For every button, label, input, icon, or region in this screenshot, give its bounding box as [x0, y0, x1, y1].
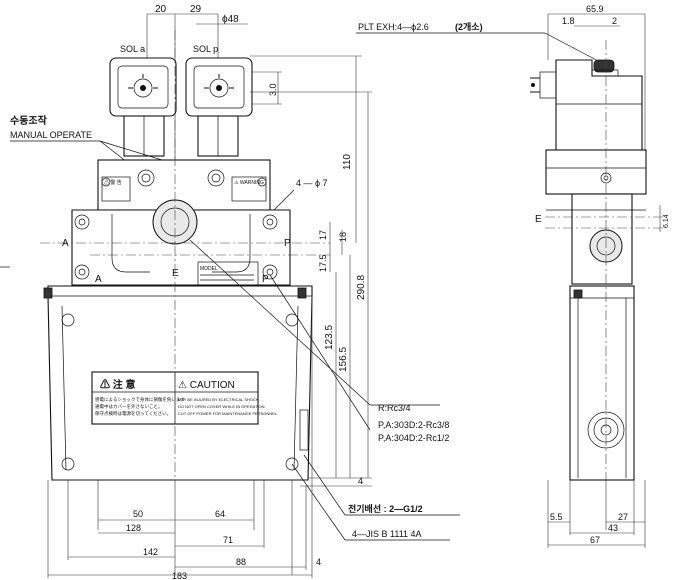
side-dim-67: 67 [590, 535, 600, 545]
nameplate-model: MODEL [200, 266, 218, 272]
side-dim-27: 27 [618, 512, 628, 522]
caution-kr-line2: 通電中はカバーを外さないこと。 [95, 403, 163, 410]
hole-4-phi7-label: 4 — ϕ 7 [296, 178, 328, 188]
side-dim-43: 43 [608, 523, 618, 533]
jis-note: 4—JIS B 1111 4A [352, 529, 422, 539]
dim-88: 88 [236, 557, 246, 567]
port-p-right-label: P [262, 274, 269, 285]
manual-button-a [137, 169, 155, 187]
caution-en-line2: DO NOT OPEN COVER WHILE IN OPERATION. [178, 404, 266, 409]
plt-exh-count: (2개소) [455, 21, 483, 32]
valve-body [71, 209, 291, 286]
caution-title-en: ⚠ CAUTION [178, 380, 235, 391]
side-dim-5-5: 5.5 [550, 512, 563, 522]
side-view: PLT EXH:4—ϕ2.6 (2개소) 65.9 1.8 2 E [356, 4, 670, 548]
caution-title-kr: ⚠ 注 意 [100, 378, 136, 391]
sol-p-label: SOL p [193, 44, 218, 54]
dim-183: 183 [172, 571, 187, 580]
small-plate-kr: ⚠ 警 告 [104, 179, 122, 186]
caution-en-line1: MAY BE INJURED BY ELECTRICAL SHOCK. [178, 397, 260, 402]
dim-18: 18 [338, 232, 348, 242]
caution-en-line3: CUT OFF POWER FOR MAINTENANCE PERSONNEL. [178, 411, 278, 416]
side-pilot [545, 149, 647, 195]
port-a-left-label: A [62, 238, 69, 249]
dim-29: 29 [190, 4, 202, 15]
dim-4-right: 4 [358, 476, 363, 486]
dim-156-5: 156.5 [338, 347, 349, 372]
manual-button-p [207, 169, 225, 187]
conduit-port [299, 409, 309, 451]
small-plate-en: ⚠ WARNING [234, 180, 264, 186]
side-dim-6-14: 6.14 [663, 214, 670, 228]
dim-phi48: ϕ48 [222, 14, 239, 25]
caution-kr-line3: 保守点検時は電源を切ってください。 [95, 410, 171, 417]
side-coil [555, 59, 643, 151]
dim-50: 50 [133, 509, 143, 519]
port-e-label: E [172, 268, 179, 279]
manual-operate-en: MANUAL OPERATE [10, 130, 92, 140]
dim-64: 64 [215, 509, 225, 519]
side-dim-65-9: 65.9 [586, 4, 604, 14]
connector-symbol-a [128, 74, 158, 98]
port-a-right-label: A [95, 274, 102, 285]
side-dim-2: 2 [612, 16, 617, 26]
dim-3: 3.0 [268, 83, 278, 96]
dim-110: 110 [342, 154, 353, 170]
plt-exhaust-knob [593, 59, 615, 73]
port-note-304: P,A:304D:2-Rc1/2 [378, 433, 449, 443]
plt-exh-label: PLT EXH:4—ϕ2.6 [358, 22, 429, 32]
small-warning-plate-left [101, 176, 131, 202]
conduit-note: 전기배선 : 2—G1/2 [348, 503, 423, 514]
side-port-e: E [535, 214, 542, 225]
port-note-r: R:Rc3/4 [378, 403, 411, 413]
sol-a-label: SOL a [120, 44, 145, 54]
port-p-left-label: P [284, 238, 291, 249]
manual-operate-kr: 수동조작 [10, 114, 48, 127]
dim-20: 20 [155, 4, 167, 15]
side-conduit-port [587, 411, 625, 449]
connector-symbol-p [204, 74, 234, 98]
dim-17: 17 [318, 230, 328, 240]
dim-290-8: 290.8 [356, 275, 367, 300]
dim-71: 71 [223, 535, 233, 545]
front-view: 20 29 ϕ48 SOL a SOL p 3.0 [0, 4, 460, 580]
caution-kr-line1: 感電によるショックで身体に損傷を負います [95, 396, 185, 403]
dim-4-bottom: 4 [316, 557, 321, 567]
side-dim-1-8: 1.8 [562, 16, 575, 26]
dim-123-5: 123.5 [324, 325, 335, 350]
dim-128: 128 [126, 523, 141, 533]
side-connector [539, 71, 557, 99]
side-terminal-box [569, 285, 635, 481]
small-warning-plate-right [231, 176, 267, 202]
port-note-303: P,A:303D:2-Rc3/8 [378, 420, 449, 430]
dim-142: 142 [143, 547, 158, 557]
dim-17-5: 17.5 [318, 254, 328, 272]
